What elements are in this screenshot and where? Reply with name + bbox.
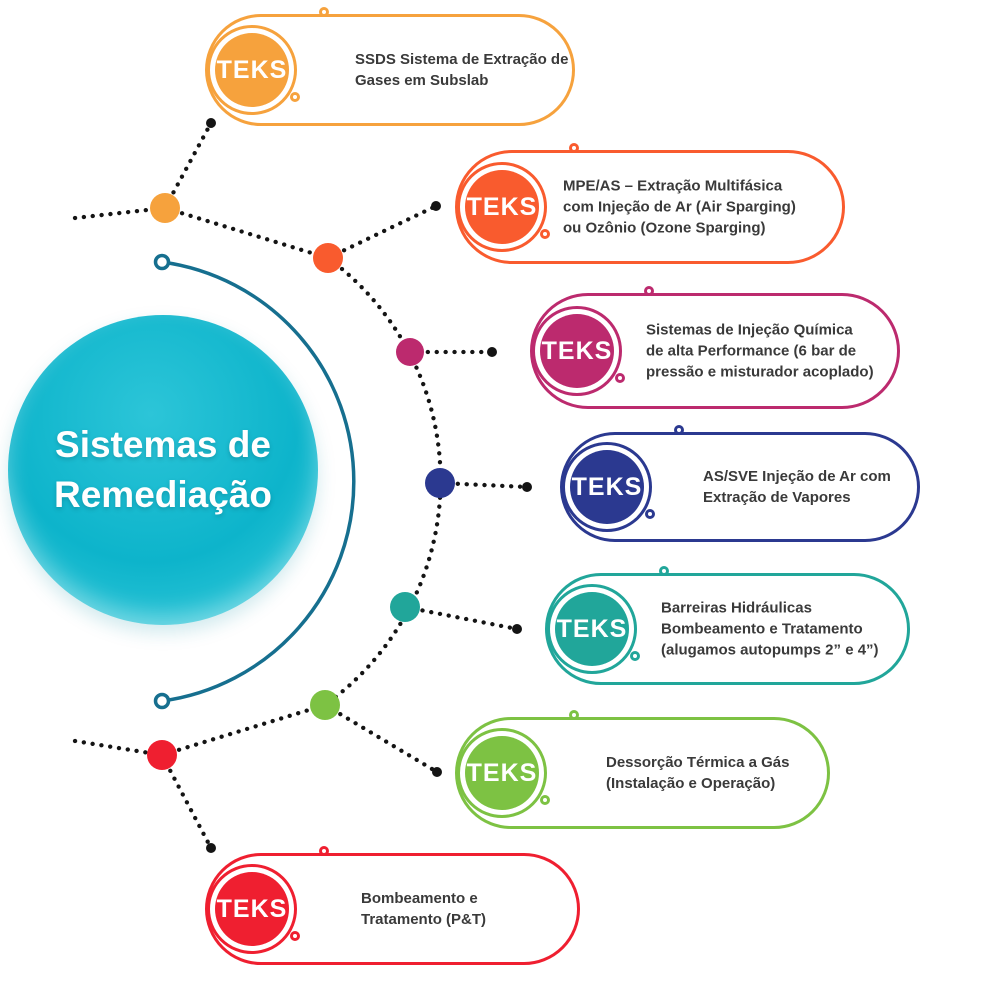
item-label: Bombeamento e Tratamento (P&T) <box>361 890 487 928</box>
main-arc <box>161 260 356 703</box>
item-bombeamento-tratamento[interactable]: Bombeamento e Tratamento (P&T) TEKS <box>205 846 580 965</box>
central-title: Sistemas de Remediação <box>54 424 272 515</box>
node-dot-ssds <box>150 193 180 223</box>
node-dot-dessorcao <box>310 690 340 720</box>
teks-badge[interactable]: TEKS <box>457 162 547 252</box>
end-dot-item2 <box>431 201 441 211</box>
item-pill: AS/SVE Injeção de Ar com Extração de Vap… <box>560 432 920 542</box>
item-pill: Dessorção Térmica a Gás (Instalação e Op… <box>455 717 830 829</box>
badge-end-ring <box>540 229 550 239</box>
item-pill: SSDS Sistema de Extração de Gases em Sub… <box>205 14 575 126</box>
item-dessorcao-termica[interactable]: Dessorção Térmica a Gás (Instalação e Op… <box>455 710 830 829</box>
dotted-line-node7-to-item7 <box>159 752 214 851</box>
dotted-line-node4-to-item4 <box>437 480 530 490</box>
arc-end-ring-top <box>153 253 171 271</box>
item-pill: Sistemas de Injeção Química de alta Perf… <box>530 293 900 409</box>
node-dot-as-sve <box>425 468 455 498</box>
item-pill: MPE/AS – Extração Multifásica com Injeçã… <box>455 150 845 264</box>
item-pill: Bombeamento e Tratamento (P&T) <box>205 853 580 965</box>
dotted-line-node2-to-item2 <box>325 203 439 261</box>
pill-end-ring <box>569 710 579 720</box>
item-pill: Barreiras Hidráulicas Bombeamento e Trat… <box>545 573 910 685</box>
end-dot-item3 <box>487 347 497 357</box>
end-dot-item7 <box>206 843 216 853</box>
teks-badge-label: TEKS <box>465 170 539 244</box>
teks-badge[interactable]: TEKS <box>532 306 622 396</box>
dotted-line-node1-to-item1 <box>162 120 214 211</box>
pill-end-ring <box>569 143 579 153</box>
item-label: MPE/AS – Extração Multifásica com Injeçã… <box>563 177 796 237</box>
pill-end-ring <box>319 846 329 856</box>
item-label: Dessorção Térmica a Gás (Instalação e Op… <box>606 754 790 792</box>
dotted-arc <box>322 255 443 708</box>
item-label: Barreiras Hidráulicas Bombeamento e Trat… <box>661 599 879 659</box>
end-dot-item1 <box>206 118 216 128</box>
teks-badge-label: TEKS <box>555 592 629 666</box>
badge-end-ring <box>645 509 655 519</box>
item-label: SSDS Sistema de Extração de Gases em Sub… <box>355 51 569 89</box>
item-as-sve[interactable]: AS/SVE Injeção de Ar com Extração de Vap… <box>560 425 920 542</box>
teks-badge[interactable]: TEKS <box>207 864 297 954</box>
teks-badge[interactable]: TEKS <box>207 25 297 115</box>
central-circle[interactable]: Sistemas de Remediação <box>8 315 318 625</box>
pill-end-ring <box>644 286 654 296</box>
dotted-line-node1-to-node2 <box>162 205 331 261</box>
dotted-line-node7-to-node6 <box>159 702 328 758</box>
item-barreiras-hidraulicas[interactable]: Barreiras Hidráulicas Bombeamento e Trat… <box>545 566 910 685</box>
teks-badge-label: TEKS <box>215 33 289 107</box>
teks-badge-label: TEKS <box>215 872 289 946</box>
end-dot-item6 <box>432 767 442 777</box>
teks-badge-label: TEKS <box>570 450 644 524</box>
node-dot-injecao-quimica <box>396 338 424 366</box>
dotted-line-node5-to-item5 <box>402 604 520 632</box>
item-label: AS/SVE Injeção de Ar com Extração de Vap… <box>703 468 891 506</box>
badge-end-ring <box>630 651 640 661</box>
arc-end-ring-bottom <box>153 692 171 710</box>
end-dot-item5 <box>512 624 522 634</box>
item-ssds[interactable]: SSDS Sistema de Extração de Gases em Sub… <box>205 7 575 126</box>
teks-badge[interactable]: TEKS <box>562 442 652 532</box>
pill-end-ring <box>674 425 684 435</box>
node-dot-mpe-as <box>313 243 343 273</box>
badge-end-ring <box>290 931 300 941</box>
end-dot-item4 <box>522 482 532 492</box>
teks-badge[interactable]: TEKS <box>547 584 637 674</box>
pill-end-ring <box>659 566 669 576</box>
teks-badge-label: TEKS <box>465 736 539 810</box>
dotted-line-node6-to-item6 <box>322 702 440 775</box>
teks-badge-label: TEKS <box>540 314 614 388</box>
badge-end-ring <box>290 92 300 102</box>
badge-end-ring <box>540 795 550 805</box>
item-label: Sistemas de Injeção Química de alta Perf… <box>646 321 874 381</box>
node-dot-barreiras <box>390 592 420 622</box>
pill-end-ring <box>319 7 329 17</box>
item-injecao-quimica[interactable]: Sistemas de Injeção Química de alta Perf… <box>530 286 900 409</box>
item-mpe-as[interactable]: MPE/AS – Extração Multifásica com Injeçã… <box>455 143 845 264</box>
badge-end-ring <box>615 373 625 383</box>
teks-badge[interactable]: TEKS <box>457 728 547 818</box>
dotted-line-left-to-node1 <box>72 205 168 221</box>
node-dot-bombeamento <box>147 740 177 770</box>
